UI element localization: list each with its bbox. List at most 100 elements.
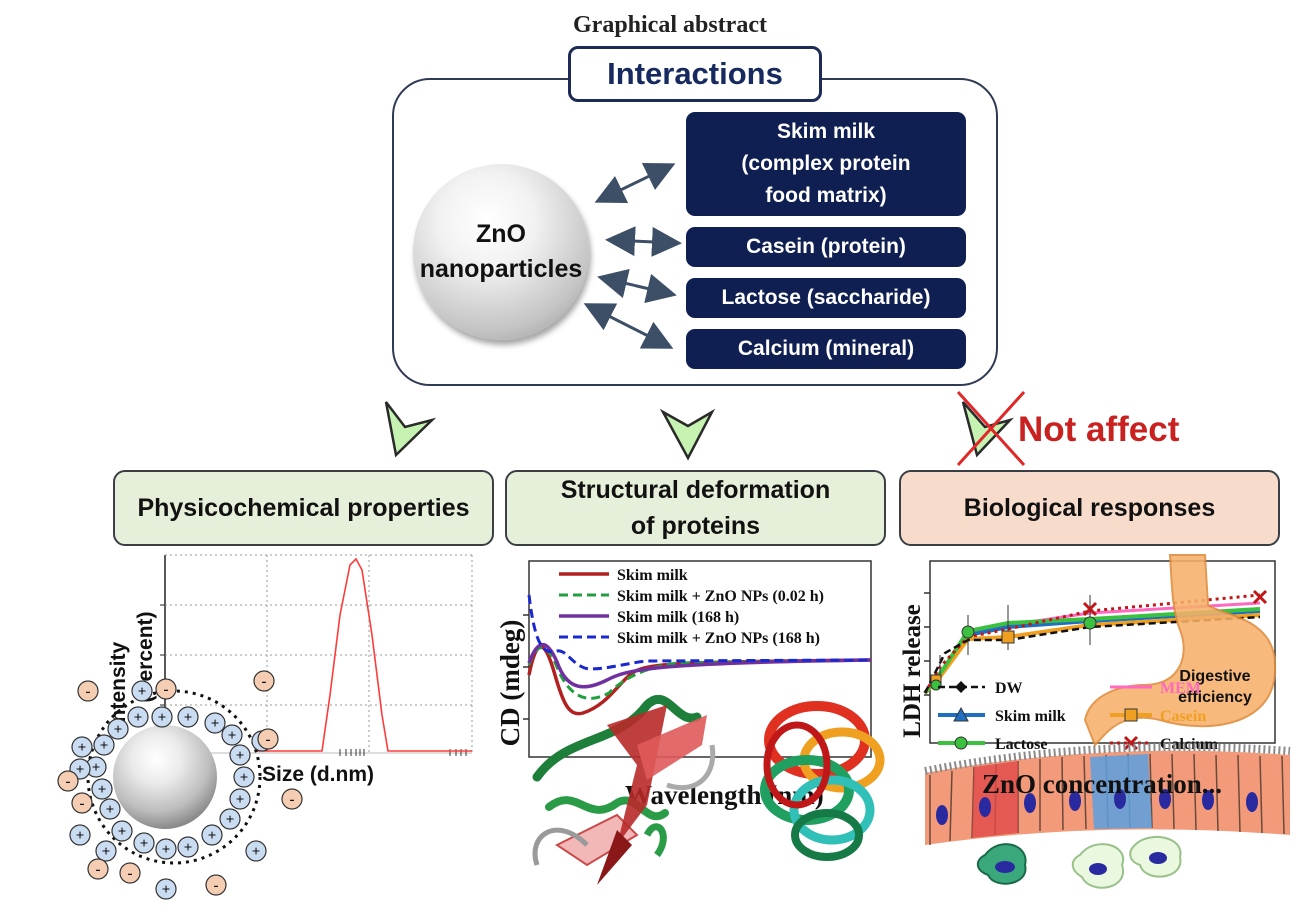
not-affect-label: Not affect: [1018, 410, 1180, 449]
positive-ion: +: [233, 766, 255, 788]
svg-text:+: +: [184, 840, 193, 856]
svg-text:+: +: [211, 716, 220, 732]
header-physicochemical: Physicochemical properties: [113, 470, 494, 546]
svg-text:+: +: [138, 684, 147, 700]
positive-ion: +: [219, 808, 241, 830]
positive-ion: +: [155, 838, 177, 860]
header-structural: Structural deformation of proteins: [505, 470, 886, 546]
svg-text:+: +: [102, 844, 111, 860]
check-physicochemical: [384, 401, 437, 458]
svg-text:+: +: [208, 828, 217, 844]
svg-text:-: -: [128, 866, 133, 882]
zno-nanoparticle: ZnO nanoparticles: [413, 164, 589, 340]
size-plot-axes: [160, 554, 473, 756]
charged-nanoparticle-core: [113, 725, 217, 829]
svg-text:+: +: [106, 802, 115, 818]
negative-ion: -: [57, 770, 79, 792]
svg-text:-: -: [262, 674, 267, 690]
target-skim-milk-line-1: Skim milk: [776, 120, 876, 143]
svg-text:+: +: [236, 792, 245, 808]
positive-ion: +: [91, 778, 113, 800]
svg-text:+: +: [118, 824, 127, 840]
svg-text:+: +: [228, 728, 237, 744]
ldh-legend-dw: DW: [995, 680, 1023, 697]
positive-ion: +: [229, 744, 251, 766]
svg-text:+: +: [140, 836, 149, 852]
target-casein: Casein (protein): [686, 227, 966, 267]
svg-text:+: +: [76, 762, 85, 778]
svg-text:-: -: [214, 878, 219, 894]
svg-text:+: +: [162, 882, 171, 898]
svg-text:+: +: [226, 812, 235, 828]
cd-legend: Skim milk Skim milk + ZnO NPs (0.02 h) S…: [559, 567, 824, 647]
stomach-label-1: Digestive: [1179, 668, 1250, 685]
target-lactose: Lactose (saccharide): [686, 278, 966, 318]
negative-ion: -: [257, 728, 279, 750]
charged-nanoparticle-shell: [86, 689, 262, 865]
positive-ion: +: [155, 878, 177, 900]
zno-label-line-2: nanoparticles: [419, 255, 583, 283]
cd-legend-1: Skim milk: [617, 567, 688, 584]
arrow-skim-milk: [594, 162, 676, 204]
svg-text:+: +: [158, 710, 167, 726]
positive-ion: +: [245, 840, 267, 862]
cd-ylabel: CD (mdeg): [497, 620, 525, 747]
negative-ion: -: [155, 678, 177, 700]
ldh-legend-mem: MEM: [1160, 680, 1201, 697]
positive-ion: +: [95, 840, 117, 862]
positive-ion: +: [229, 788, 251, 810]
negative-ion: -: [281, 788, 303, 810]
svg-text:+: +: [184, 710, 193, 726]
size-plot-ylabel-2: (Percent): [134, 611, 157, 702]
svg-text:+: +: [100, 738, 109, 754]
size-distribution-panel: Intensity (Percent) Size (d.nm) ++++++++…: [57, 554, 473, 900]
positive-ion: +: [204, 712, 226, 734]
intestinal-epithelium-illustration: [924, 742, 1291, 889]
header-structural-line-2: of proteins: [630, 512, 761, 540]
size-distribution-curve: [255, 557, 472, 752]
cd-legend-2: Skim milk + ZnO NPs (0.02 h): [617, 588, 824, 605]
ldh-xlabel: ZnO concentration...: [982, 769, 1222, 799]
positive-ion: +: [127, 706, 149, 728]
positive-ion: +: [93, 734, 115, 756]
svg-text:+: +: [78, 740, 87, 756]
target-skim-milk-line-3: food matrix): [765, 184, 887, 207]
stomach-label-2: efficiency: [1178, 689, 1252, 706]
ldh-legend-lactose: Lactose: [995, 736, 1047, 753]
svg-text:-: -: [86, 684, 91, 700]
svg-text:+: +: [252, 844, 261, 860]
svg-text:+: +: [162, 842, 171, 858]
cd-legend-3: Skim milk (168 h): [617, 609, 739, 626]
svg-text:-: -: [96, 862, 101, 878]
check-biological: [961, 401, 1014, 458]
ldh-legend-casein: Casein: [1160, 708, 1206, 725]
header-biological: Biological responses: [899, 470, 1280, 546]
svg-text:+: +: [240, 770, 249, 786]
target-skim-milk: Skim milk (complex protein food matrix): [686, 112, 966, 216]
cd-curve-skim-milk: [527, 645, 872, 716]
cross-line-2: [956, 390, 1026, 467]
svg-text:-: -: [80, 796, 85, 812]
positive-ion: +: [151, 706, 173, 728]
positive-ion: +: [99, 798, 121, 820]
negative-ion: -: [205, 874, 227, 896]
ldh-legend: DW MEM Skim milk Casein Lactose Calcium: [938, 680, 1218, 753]
positive-ion: +: [177, 836, 199, 858]
svg-text:+: +: [76, 828, 85, 844]
stomach-illustration: [1083, 554, 1277, 747]
positive-ion: +: [71, 736, 93, 758]
arrow-lactose: [597, 268, 677, 304]
header-structural-line-1: Structural deformation: [560, 476, 831, 504]
positive-ion: +: [221, 724, 243, 746]
ldh-ylabel: LDH release: [899, 604, 926, 738]
negative-ion: -: [119, 862, 141, 884]
lactoglobulin-ribbon-illustration: [760, 701, 885, 861]
arrow-calcium: [583, 303, 674, 349]
svg-text:+: +: [114, 722, 123, 738]
target-skim-milk-line-2: (complex protein: [741, 152, 911, 175]
cd-curve-skim-milk-zno-168h: [527, 594, 872, 671]
positive-ion: +: [69, 824, 91, 846]
zno-label-line-1: ZnO: [476, 220, 526, 248]
charge-ions: +++++++++++++++++++++++++++----------: [57, 670, 303, 900]
